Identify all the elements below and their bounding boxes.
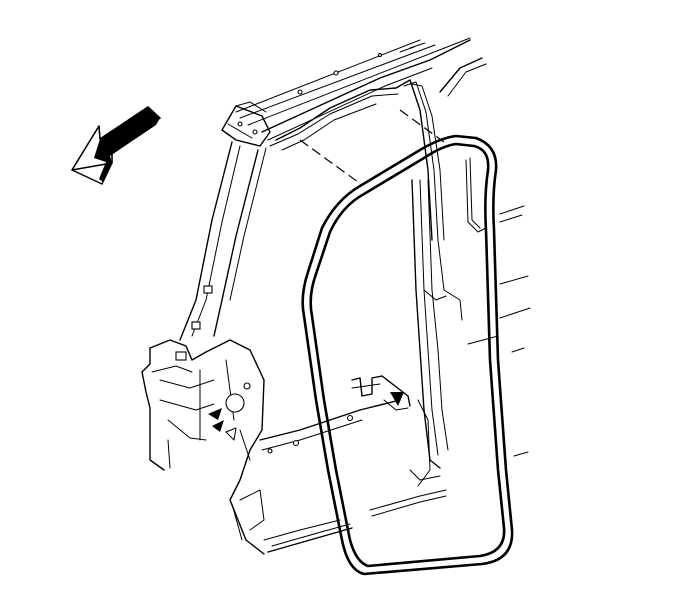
roof-rail	[235, 37, 471, 141]
a-pillar	[179, 87, 399, 341]
b-pillar	[409, 179, 463, 487]
door-weatherstrip[interactable]	[301, 134, 514, 576]
direction-arrow-icon	[71, 106, 161, 185]
sill-bracket	[351, 375, 411, 411]
rocker-sill	[259, 399, 447, 553]
alignment-line-upper	[399, 109, 445, 143]
rear-body-side	[395, 57, 531, 457]
alignment-line	[299, 139, 359, 183]
roof-corner-bracket	[221, 101, 271, 147]
front-lower-panel	[141, 339, 265, 555]
